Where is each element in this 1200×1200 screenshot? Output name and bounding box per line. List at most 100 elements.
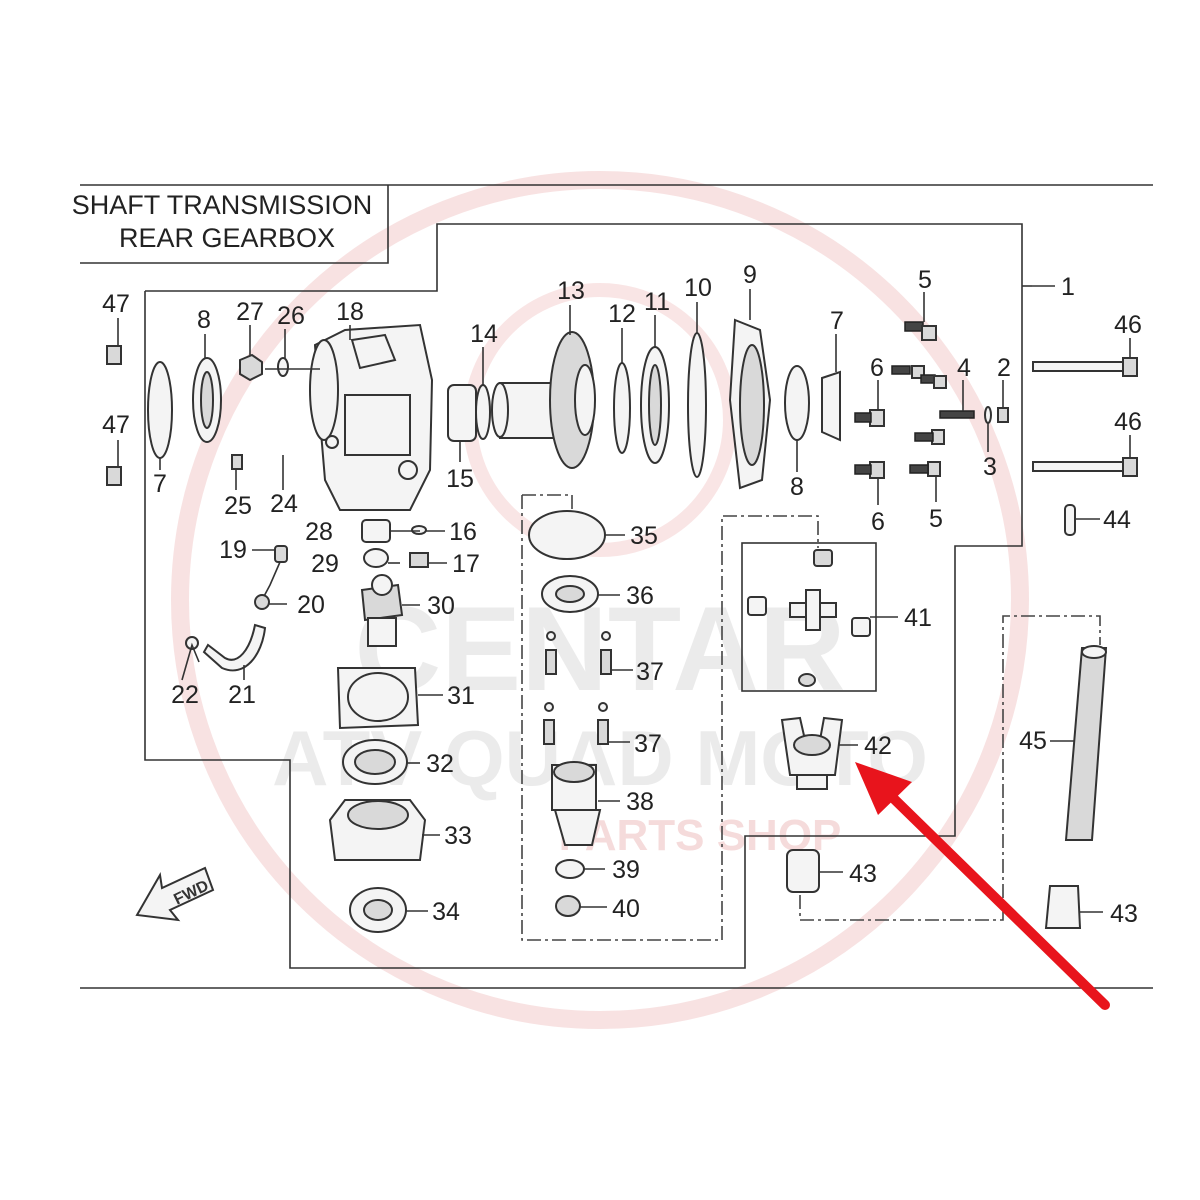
label-31: 31	[447, 682, 475, 710]
label-17: 17	[452, 550, 480, 578]
part-14	[475, 384, 491, 440]
part-20	[254, 594, 270, 610]
label-47-bottom: 47	[102, 411, 130, 439]
label-27: 27	[236, 298, 264, 326]
part-39	[555, 859, 585, 879]
label-1: 1	[1061, 273, 1075, 301]
title-line1: SHAFT TRANSMISSION	[72, 190, 373, 220]
part-29	[363, 548, 389, 568]
part-33	[328, 799, 427, 861]
part-19	[274, 545, 288, 563]
part-9-cover	[728, 318, 772, 490]
label-5-top: 5	[918, 266, 932, 294]
label-39: 39	[612, 856, 640, 884]
label-37-bottom: 37	[634, 730, 662, 758]
label-11: 11	[644, 288, 670, 316]
part-45-shaft	[1064, 645, 1108, 841]
part-43-left	[786, 849, 820, 893]
label-8-left: 8	[197, 306, 211, 334]
part-16	[411, 525, 427, 535]
part-7-left	[147, 361, 173, 459]
part-21	[202, 623, 267, 672]
label-45: 45	[1019, 727, 1047, 755]
label-32: 32	[426, 750, 454, 778]
label-34: 34	[432, 898, 460, 926]
label-28: 28	[305, 518, 333, 546]
title-line2: REAR GEARBOX	[119, 223, 335, 253]
label-38: 38	[626, 788, 654, 816]
part-26	[277, 357, 289, 377]
parts	[106, 318, 1138, 933]
label-4: 4	[957, 354, 971, 382]
part-44	[1064, 504, 1076, 536]
label-13: 13	[557, 277, 585, 305]
part-30-pinion	[360, 574, 404, 647]
label-14: 14	[470, 320, 498, 348]
label-24: 24	[270, 490, 298, 518]
label-7-right: 7	[830, 307, 844, 335]
part-43-right	[1044, 885, 1082, 929]
label-9: 9	[743, 261, 757, 289]
part-4	[939, 410, 975, 419]
label-21: 21	[228, 681, 256, 709]
part-25	[231, 454, 243, 470]
label-43-right: 43	[1110, 900, 1138, 928]
part-10	[687, 332, 707, 478]
label-46-top: 46	[1114, 311, 1142, 339]
part-47-top	[106, 345, 122, 365]
pointer-arrow	[855, 762, 1110, 1010]
part-17	[409, 552, 429, 568]
part-37-bolts	[543, 631, 612, 745]
label-25: 25	[224, 492, 252, 520]
label-43-left: 43	[849, 860, 877, 888]
part-18-housing	[309, 323, 434, 511]
part-35	[528, 510, 606, 560]
label-33: 33	[444, 822, 472, 850]
label-40: 40	[612, 895, 640, 923]
label-18: 18	[336, 298, 364, 326]
part-13-ring-gear	[491, 331, 596, 469]
label-2: 2	[997, 354, 1011, 382]
label-29: 29	[311, 550, 339, 578]
label-15: 15	[446, 465, 474, 493]
label-16: 16	[449, 518, 477, 546]
part-40	[555, 895, 581, 917]
part-3	[984, 406, 992, 424]
frame	[80, 184, 1153, 989]
label-47-top: 47	[102, 290, 130, 318]
label-46-bottom: 46	[1114, 408, 1142, 436]
label-19: 19	[219, 536, 247, 564]
label-22: 22	[171, 681, 199, 709]
part-27	[239, 353, 263, 382]
part-38	[551, 761, 602, 846]
label-7-left: 7	[153, 470, 167, 498]
label-26: 26	[277, 302, 305, 330]
watermark-ring	[171, 171, 1029, 1029]
label-5-bottom: 5	[929, 505, 943, 533]
label-30: 30	[427, 592, 455, 620]
label-35: 35	[630, 522, 658, 550]
label-37-top: 37	[636, 658, 664, 686]
fwd-arrow	[135, 866, 215, 922]
label-41: 41	[904, 604, 932, 632]
label-42: 42	[864, 732, 892, 760]
label-20: 20	[297, 591, 325, 619]
part-2	[997, 407, 1009, 423]
bolts-5-6	[854, 321, 947, 479]
label-10: 10	[684, 274, 712, 302]
label-44: 44	[1103, 506, 1131, 534]
part-8-right	[784, 365, 810, 441]
part-15	[447, 384, 477, 442]
part-7-right	[821, 370, 841, 442]
part-12	[613, 362, 631, 454]
part-numbers: 47 47 7 8 27 26 18 25 24 14 15 13 12 11 …	[102, 261, 1142, 928]
label-6-top: 6	[870, 354, 884, 382]
part-47-bottom	[106, 466, 122, 486]
label-6-bottom: 6	[871, 508, 885, 536]
label-3: 3	[983, 453, 997, 481]
label-8-right: 8	[790, 473, 804, 501]
label-36: 36	[626, 582, 654, 610]
leader-lines	[117, 289, 1131, 913]
part-41-u-joint	[747, 549, 871, 687]
